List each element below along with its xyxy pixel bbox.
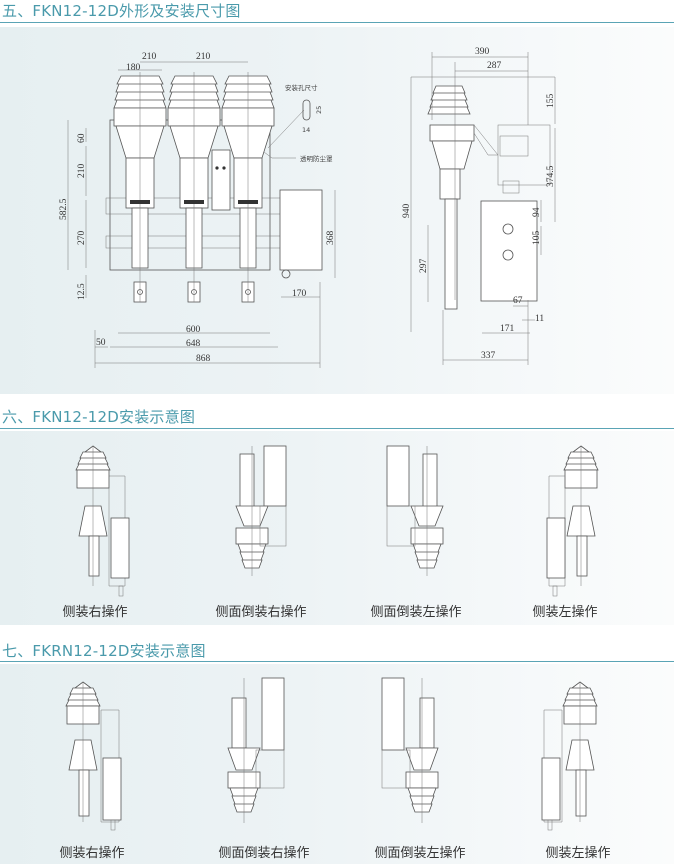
fkrn-install-drawings — [65, 677, 598, 831]
caption-fkn-inverted-right: 侧面倒装右操作 — [215, 605, 307, 620]
side-view-drawing: 390 287 155 374.5 940 94 105 297 67 11 1… — [402, 47, 556, 365]
pole-2 — [167, 72, 221, 303]
dim-offset-50: 50 — [96, 338, 106, 348]
dimension-drawing: 210 210 180 582.5 60 210 270 12.5 368 17… — [59, 47, 556, 368]
dim-lower-270: 270 — [77, 231, 87, 246]
dim-overall-height: 582.5 — [59, 198, 69, 220]
dim-mechanism-height: 368 — [326, 231, 336, 246]
dim-94: 94 — [532, 207, 542, 217]
dim-mechanism-width: 170 — [292, 289, 307, 299]
dim-67: 67 — [513, 296, 523, 306]
dim-mid-374-5: 374.5 — [546, 165, 556, 187]
fkn-diagram-side-right — [75, 445, 130, 597]
note-mount-hole: 安装孔尺寸 — [285, 83, 318, 92]
fkn-install-drawings — [75, 445, 599, 597]
fkrn-install-panel: 侧装右操作 侧面倒装右操作 侧面倒装左操作 侧装左操作 — [0, 664, 674, 864]
note-mount-hole-h: 25 — [315, 106, 323, 114]
dim-bottom-12-5: 12.5 — [77, 283, 87, 300]
side-mechanism-box — [480, 200, 538, 302]
fkrn-diagram-side-right — [65, 681, 122, 831]
dim-297: 297 — [419, 259, 429, 274]
dim-width-648: 648 — [186, 339, 201, 349]
caption-fkn-side-right: 侧装右操作 — [62, 605, 128, 620]
caption-fkrn-inverted-right: 侧面倒装右操作 — [218, 846, 310, 861]
section-5-divider — [0, 22, 674, 23]
note-mount-hole-w: 14 — [302, 126, 310, 134]
dim-top-pitch-1: 210 — [142, 52, 157, 62]
dim-11: 11 — [535, 314, 544, 324]
dim-upper-60: 60 — [77, 133, 87, 143]
dim-width-287: 287 — [487, 61, 502, 71]
caption-fkrn-inverted-left: 侧面倒装左操作 — [374, 846, 466, 861]
fkn-diagram-inverted-left — [386, 445, 444, 576]
fkrn-diagram-inverted-right — [227, 677, 285, 823]
dim-pitch-600: 600 — [186, 325, 201, 335]
caption-fkn-side-left: 侧装左操作 — [532, 605, 598, 620]
dimension-drawing-panel: 210 210 180 582.5 60 210 270 12.5 368 17… — [0, 27, 674, 394]
front-view-drawing: 210 210 180 582.5 60 210 270 12.5 368 17… — [59, 52, 336, 368]
section-6-title: 六、FKN12-12D安装示意图 — [2, 408, 196, 426]
dim-171: 171 — [500, 324, 515, 334]
fkn-diagram-side-left — [546, 445, 599, 597]
dim-insulator-width: 180 — [126, 63, 141, 73]
mount-hole-detail — [302, 99, 311, 121]
pole-3 — [221, 72, 275, 303]
caption-fkrn-side-right: 侧装右操作 — [59, 846, 125, 861]
dim-overall-940: 940 — [402, 204, 412, 219]
fkn-diagram-inverted-right — [235, 445, 287, 576]
dim-top-pitch-2: 210 — [196, 52, 211, 62]
central-linkage — [211, 149, 231, 211]
section-7-title: 七、FKRN12-12D安装示意图 — [2, 642, 206, 660]
section-7-divider — [0, 661, 674, 662]
dim-middle-210: 210 — [77, 164, 87, 179]
note-dust-cover: 透明防尘罩 — [300, 154, 333, 163]
fkrn-diagram-inverted-left — [381, 677, 439, 823]
dim-width-390: 390 — [475, 47, 490, 57]
caption-fkn-inverted-left: 侧面倒装左操作 — [370, 605, 462, 620]
mechanism-box — [279, 189, 323, 271]
dim-105: 105 — [532, 231, 542, 246]
section-5-title: 五、FKN12-12D外形及安装尺寸图 — [2, 2, 241, 20]
pole-1 — [113, 72, 167, 303]
dim-337: 337 — [481, 351, 496, 361]
dim-top-155: 155 — [546, 94, 556, 109]
caption-fkrn-side-left: 侧装左操作 — [545, 846, 611, 861]
fkrn-diagram-side-left — [541, 681, 598, 831]
fkn-install-panel: 侧装右操作 侧面倒装右操作 侧面倒装左操作 侧装左操作 — [0, 431, 674, 625]
section-6-divider — [0, 428, 674, 429]
dim-total-width: 868 — [196, 354, 211, 364]
